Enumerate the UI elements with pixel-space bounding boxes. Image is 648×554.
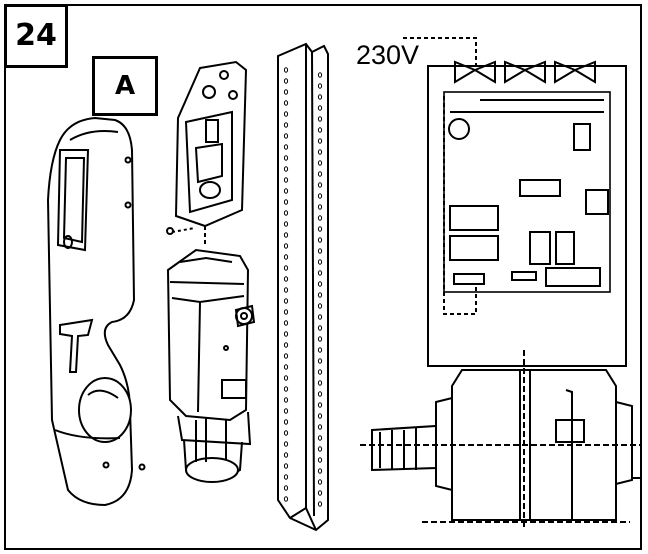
post-hole [317, 358, 323, 364]
post-hole [283, 232, 289, 238]
post-hole [283, 485, 289, 491]
post-hole [283, 287, 289, 293]
gearbox-base-drawing [360, 350, 640, 530]
post-hole [317, 270, 323, 276]
post-hole [283, 111, 289, 117]
post-hole [317, 336, 323, 342]
post-hole [283, 419, 289, 425]
post-hole [317, 314, 323, 320]
post-hole [283, 122, 289, 128]
post-hole [283, 166, 289, 172]
post-hole [317, 468, 323, 474]
post-hole [283, 441, 289, 447]
post-hole [317, 171, 323, 177]
post-hole [317, 237, 323, 243]
post-hole [283, 430, 289, 436]
post-hole [283, 309, 289, 315]
post-hole [283, 342, 289, 348]
post-hole [283, 221, 289, 227]
post-hole [317, 479, 323, 485]
post-hole [317, 94, 323, 100]
post-hole [283, 331, 289, 337]
post-hole [317, 435, 323, 441]
post-hole [283, 177, 289, 183]
voltage-label: 230V [356, 40, 420, 70]
post-hole [283, 474, 289, 480]
post-hole [317, 116, 323, 122]
post-hole [317, 160, 323, 166]
post-hole [317, 226, 323, 232]
post-hole [317, 501, 323, 507]
post-hole [283, 100, 289, 106]
post-hole [317, 72, 323, 78]
post-hole [283, 133, 289, 139]
post-hole [317, 182, 323, 188]
post-hole [317, 413, 323, 419]
post-hole [283, 210, 289, 216]
post-hole [283, 353, 289, 359]
post-hole [317, 105, 323, 111]
post-hole [317, 259, 323, 265]
post-hole [317, 380, 323, 386]
motor-cover-drawing [46, 116, 146, 507]
post-hole [317, 281, 323, 287]
post-hole [283, 265, 289, 271]
post-hole [317, 490, 323, 496]
post-hole [283, 408, 289, 414]
figure-frame [4, 4, 642, 550]
part-label: A [92, 56, 158, 116]
post-hole [317, 193, 323, 199]
post-hole [317, 402, 323, 408]
mounting-bracket-drawing [166, 60, 248, 245]
post-hole [317, 149, 323, 155]
post-hole [283, 463, 289, 469]
post-hole [283, 375, 289, 381]
post-hole [317, 391, 323, 397]
post-hole [283, 144, 289, 150]
post-hole [283, 364, 289, 370]
post-hole [317, 446, 323, 452]
post-hole [283, 199, 289, 205]
post-hole [283, 452, 289, 458]
post-hole [317, 369, 323, 375]
post-hole [283, 67, 289, 73]
post-hole [283, 78, 289, 84]
post-hole [283, 254, 289, 260]
control-board-drawing [427, 60, 627, 367]
post-hole [317, 292, 323, 298]
post-hole [317, 347, 323, 353]
post-hole [317, 303, 323, 309]
perforated-post-drawing [277, 42, 329, 532]
post-hole [283, 276, 289, 282]
power-wire-drawing [403, 37, 477, 315]
post-hole [283, 243, 289, 249]
post-hole [283, 386, 289, 392]
step-number: 24 [4, 4, 68, 68]
post-hole [317, 248, 323, 254]
post-hole [283, 89, 289, 95]
post-hole [317, 325, 323, 331]
post-hole [317, 215, 323, 221]
post-hole [317, 83, 323, 89]
post-hole [317, 424, 323, 430]
post-hole [283, 496, 289, 502]
post-hole [283, 155, 289, 161]
post-hole [317, 127, 323, 133]
post-hole [283, 397, 289, 403]
post-hole [283, 188, 289, 194]
post-hole [283, 298, 289, 304]
post-hole [317, 138, 323, 144]
post-hole [317, 204, 323, 210]
gearmotor-drawing [166, 248, 256, 483]
post-hole [283, 320, 289, 326]
post-hole [317, 457, 323, 463]
